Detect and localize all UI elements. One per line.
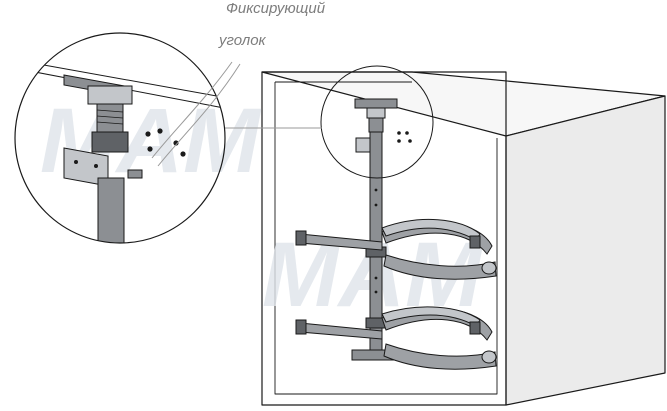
- cabinet-right-face: [505, 95, 666, 406]
- upper-tray-frame: [295, 219, 497, 280]
- top-bearing-block: [354, 98, 398, 109]
- cabinet-front-opening: [261, 71, 507, 406]
- callout-leader: [151, 61, 233, 159]
- screws-small: [397, 131, 412, 143]
- detail-circle-zoomed: [14, 32, 226, 244]
- callout-label-line2: уголок: [219, 32, 266, 49]
- zoom-detail: MAM: [14, 32, 226, 244]
- pole-tube-zoomed: [97, 177, 125, 243]
- cabinet-inner-edge: [274, 82, 498, 395]
- cabinet: [261, 71, 666, 406]
- screws: [145, 128, 186, 157]
- callout-label-line1: Фиксирующий: [226, 0, 326, 17]
- detail-circle-small: [320, 65, 434, 179]
- central-pole: [351, 98, 401, 361]
- nut: [91, 131, 129, 153]
- lower-tray-frame: [295, 306, 497, 370]
